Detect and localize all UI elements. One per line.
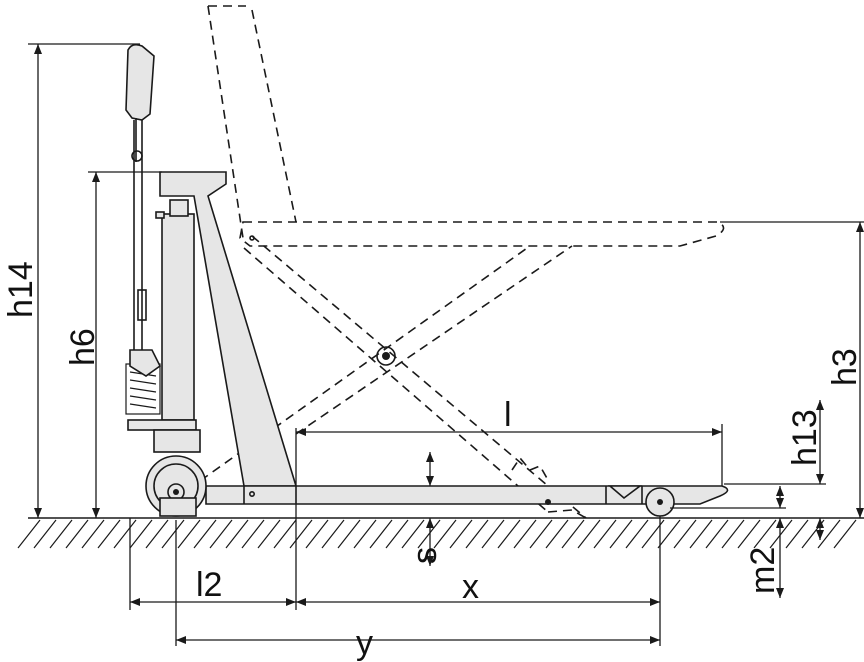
dimension-lines	[28, 43, 864, 646]
raised-position-outline	[175, 5, 725, 519]
label-l2: l2	[196, 566, 222, 604]
label-h3: h3	[826, 348, 864, 386]
label-l: l	[504, 396, 512, 434]
label-h13: h13	[786, 409, 824, 466]
label-y: y	[356, 624, 373, 662]
label-h6: h6	[64, 328, 102, 366]
ground	[17, 517, 864, 549]
pallet-truck-body	[125, 43, 729, 517]
dimension-labels: h14 h6 h3 h13 m2 s l l2 x y	[2, 261, 864, 662]
label-h14: h14	[2, 261, 40, 318]
label-m2: m2	[744, 547, 782, 594]
label-s: s	[406, 547, 444, 564]
label-x: x	[462, 568, 479, 606]
